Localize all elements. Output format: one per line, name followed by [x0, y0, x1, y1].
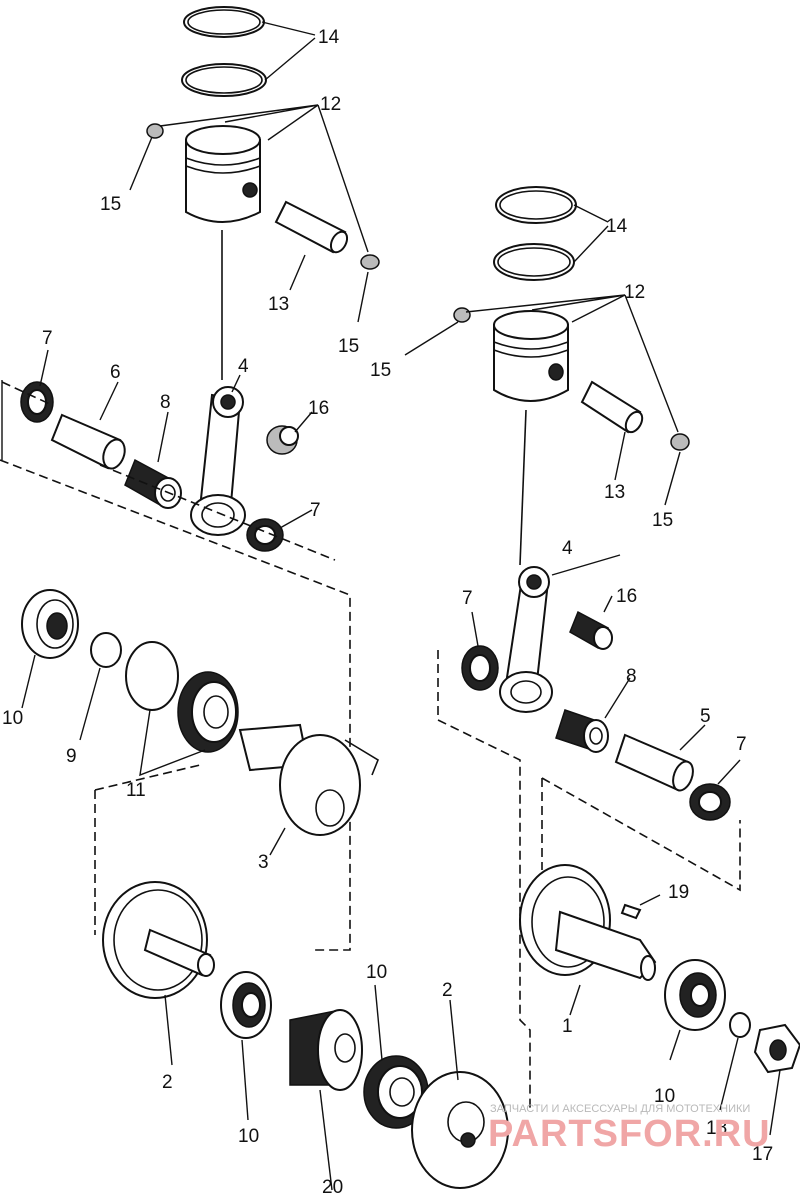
- thrust-washer-left-b: [246, 518, 284, 552]
- crank-nut: [753, 1023, 800, 1074]
- callout-c7c: 7: [462, 588, 473, 609]
- callout-labels: 1412151315768416710911321020102141215131…: [2, 27, 773, 1196]
- callout-c7b: 7: [310, 500, 321, 521]
- callout-c10c: 10: [366, 962, 387, 983]
- callout-c17: 17: [752, 1144, 773, 1165]
- callout-c15b: 15: [338, 336, 359, 357]
- piston-pin-left: [274, 200, 349, 254]
- flywheel-left: [102, 881, 215, 999]
- callout-c14b: 14: [606, 216, 628, 237]
- callout-c18: 18: [706, 1118, 727, 1139]
- main-bearing-center-b: [363, 1055, 429, 1129]
- callout-c8b: 8: [626, 666, 637, 687]
- callout-c9: 9: [66, 746, 77, 767]
- callout-c3: 3: [258, 852, 269, 873]
- callout-c2b: 2: [442, 980, 453, 1001]
- callout-c10d: 10: [654, 1086, 675, 1107]
- circlip-left-b: [360, 254, 380, 270]
- callout-c14a: 14: [318, 27, 340, 48]
- needle-bearing-right-small: [569, 610, 613, 650]
- circlip-left-a: [146, 123, 164, 139]
- callout-c20: 20: [322, 1177, 343, 1196]
- callout-c12b: 12: [624, 282, 645, 303]
- connecting-rod-left: [190, 386, 246, 536]
- callout-c1: 1: [562, 1016, 573, 1037]
- thrust-washer-left-a: [20, 381, 54, 423]
- circlip-right-b: [670, 433, 690, 451]
- needle-bearing-left-small: [266, 425, 299, 455]
- labyrinth-seal: [289, 1009, 363, 1091]
- piston-right: [493, 310, 569, 402]
- callout-c12a: 12: [320, 94, 341, 115]
- callout-c15a: 15: [100, 194, 121, 215]
- crank-half-left: [238, 723, 379, 836]
- callout-c2a: 2: [162, 1072, 173, 1093]
- piston-ring-lower-left: [181, 63, 267, 97]
- snap-ring-9: [90, 632, 122, 668]
- snap-ring-11: [125, 641, 179, 711]
- main-bearing-center-a: [220, 971, 272, 1039]
- thrust-washer-right-b: [689, 783, 731, 821]
- callout-c6: 6: [110, 362, 121, 383]
- circlip-right-a: [453, 307, 471, 323]
- piston-pin-right: [580, 380, 644, 434]
- needle-bearing-right: [555, 709, 609, 753]
- watermark-brand: PARTSFOR.RU: [488, 1113, 771, 1155]
- crank-pin-left: [50, 413, 126, 470]
- main-bearing-left: [177, 671, 239, 753]
- piston-ring-lower-right: [493, 243, 575, 281]
- callout-c11: 11: [126, 780, 146, 801]
- callout-c16b: 16: [616, 586, 637, 607]
- needle-bearing-left: [124, 458, 182, 509]
- crank-pin-right: [614, 733, 694, 792]
- callout-c15c: 15: [370, 360, 391, 381]
- crank-half-right: [519, 864, 657, 981]
- piston-ring-upper-right: [495, 186, 577, 224]
- main-bearing-right: [664, 959, 726, 1031]
- callout-c10a: 10: [2, 708, 23, 729]
- callout-c15d: 15: [652, 510, 673, 531]
- callout-c13b: 13: [604, 482, 625, 503]
- callout-c16a: 16: [308, 398, 329, 419]
- callout-c5: 5: [700, 706, 711, 727]
- washer-18: [729, 1012, 751, 1038]
- callout-c13a: 13: [268, 294, 289, 315]
- callout-c7a: 7: [42, 328, 53, 349]
- oil-seal-left: [21, 589, 79, 659]
- thrust-washer-right-a: [461, 645, 499, 691]
- piston-ring-upper-left: [183, 6, 265, 38]
- callout-c7d: 7: [736, 734, 747, 755]
- callout-c4b: 4: [562, 538, 573, 559]
- callout-c19: 19: [668, 882, 689, 903]
- callout-c8a: 8: [160, 392, 171, 413]
- connecting-rod-right: [499, 566, 553, 713]
- flywheel-right: [411, 1071, 509, 1189]
- callout-c4a: 4: [238, 356, 249, 377]
- watermark-caption: ЗАПЧАСТИ И АКСЕССУАРЫ ДЛЯ МОТОТЕХНИКИ: [490, 1103, 750, 1115]
- woodruff-key: [620, 903, 642, 920]
- piston-left: [185, 125, 261, 223]
- callout-c10b: 10: [238, 1126, 259, 1147]
